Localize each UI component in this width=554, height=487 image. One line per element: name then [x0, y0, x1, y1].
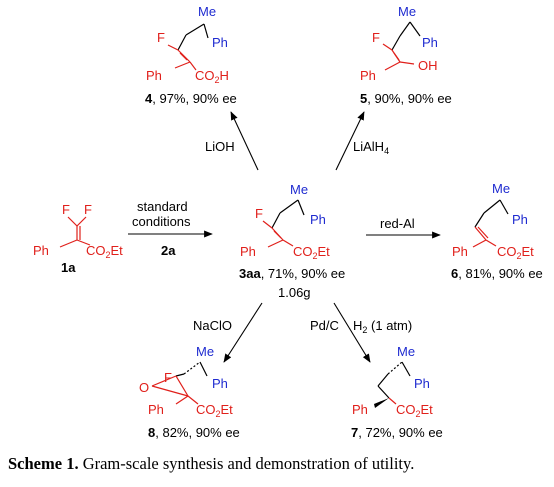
phenyl-label: Ph: [146, 68, 162, 83]
h2-label: H2 (1 atm): [353, 318, 412, 335]
phenyl-label: Ph: [422, 35, 438, 50]
naclo-label: NaClO: [193, 318, 232, 333]
fluoro-label: F: [62, 202, 70, 217]
standard-label: standard: [137, 199, 188, 214]
fluoro-label: F: [164, 370, 172, 385]
phenyl-label: Ph: [240, 244, 256, 259]
fluoro-label: F: [84, 202, 92, 217]
redal-label: red-Al: [380, 216, 415, 231]
hydrogenation-arrow: Pd/C H2 (1 atm): [310, 302, 412, 363]
fluoro-label: F: [255, 206, 263, 221]
standard-conditions-arrow: standard conditions 2a: [128, 199, 213, 258]
scheme-caption-label: Scheme 1.: [8, 454, 79, 473]
compound-7: Me Ph Ph CO2Et 7, 72%, 90% ee: [351, 344, 443, 440]
methyl-label: Me: [398, 4, 416, 19]
conditions-label: conditions: [132, 214, 191, 229]
ester-label: CO2Et: [293, 244, 330, 261]
phenyl-label: Ph: [512, 212, 528, 227]
compound-3aa: Me Ph F Ph CO2Et 3aa, 71%, 90% ee 1.06g: [239, 182, 345, 300]
oxygen-label: O: [139, 380, 149, 395]
reaction-scheme: Me Ph F Ph CO2H 4, 97%, 90% ee Me Ph F P…: [33, 4, 543, 440]
carboxylic-acid-label: CO2H: [195, 68, 229, 85]
compound-5: Me Ph F Ph OH 5, 90%, 90% ee: [360, 4, 452, 106]
phenyl-label: Ph: [360, 68, 376, 83]
reagent-2a-label: 2a: [161, 243, 176, 258]
hydroxyl-label: OH: [418, 58, 438, 73]
compound-6-caption: 6, 81%, 90% ee: [451, 266, 543, 281]
phenyl-label: Ph: [33, 243, 49, 258]
redal-arrow: red-Al: [366, 216, 441, 239]
naclo-arrow: NaClO: [193, 302, 263, 363]
phenyl-label: Ph: [148, 402, 164, 417]
phenyl-label: Ph: [310, 212, 326, 227]
lioh-label: LiOH: [205, 139, 235, 154]
compound-4: Me Ph F Ph CO2H 4, 97%, 90% ee: [145, 4, 237, 106]
fluoro-label: F: [157, 30, 165, 45]
lialh4-label: LiAlH4: [353, 139, 389, 156]
methyl-label: Me: [198, 4, 216, 19]
methyl-label: Me: [196, 344, 214, 359]
phenyl-label: Ph: [212, 35, 228, 50]
ester-label: CO2Et: [497, 244, 534, 261]
compound-5-caption: 5, 90%, 90% ee: [360, 91, 452, 106]
pdc-label: Pd/C: [310, 318, 339, 333]
compound-7-caption: 7, 72%, 90% ee: [351, 425, 443, 440]
ester-label: CO2Et: [86, 243, 123, 260]
lialh4-arrow: LiAlH4: [335, 111, 389, 171]
scale-label: 1.06g: [278, 285, 311, 300]
phenyl-label: Ph: [452, 244, 468, 259]
compound-1a-caption: 1a: [61, 260, 76, 275]
scheme-caption-text: Gram-scale synthesis and demonstration o…: [78, 454, 415, 473]
methyl-label: Me: [397, 344, 415, 359]
methyl-label: Me: [492, 181, 510, 196]
compound-3aa-caption: 3aa, 71%, 90% ee: [239, 266, 345, 281]
fluoro-label: F: [372, 30, 380, 45]
phenyl-label: Ph: [414, 376, 430, 391]
phenyl-label: Ph: [352, 402, 368, 417]
ester-label: CO2Et: [396, 402, 433, 419]
scheme-caption: Scheme 1. Gram-scale synthesis and demon…: [8, 454, 414, 474]
compound-6: Me Ph Ph CO2Et 6, 81%, 90% ee: [451, 181, 543, 281]
compound-8: Me Ph F O Ph CO2Et 8, 82%, 90% ee: [139, 344, 240, 440]
ester-label: CO2Et: [196, 402, 233, 419]
phenyl-label: Ph: [212, 376, 228, 391]
compound-4-caption: 4, 97%, 90% ee: [145, 91, 237, 106]
compound-1a: F F Ph CO2Et 1a: [33, 202, 123, 275]
compound-8-caption: 8, 82%, 90% ee: [148, 425, 240, 440]
methyl-label: Me: [290, 182, 308, 197]
lioh-arrow: LiOH: [205, 111, 259, 171]
